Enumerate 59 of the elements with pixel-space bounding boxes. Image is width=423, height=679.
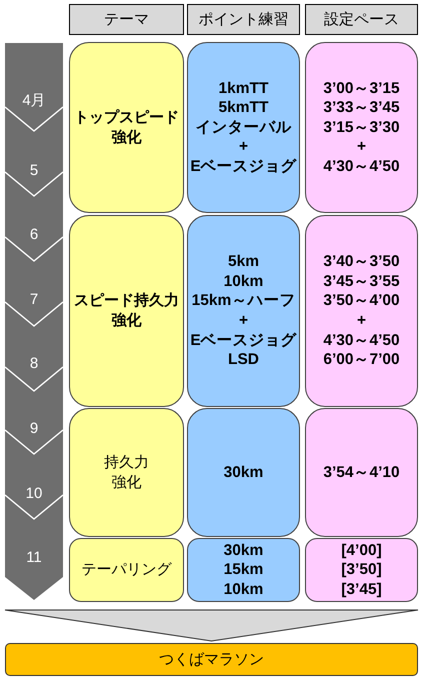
- workout-item: 15km: [224, 560, 264, 580]
- race-banner: つくばマラソン: [5, 643, 418, 676]
- pace-value: [3’45]: [341, 580, 382, 600]
- column-header: テーマ: [69, 4, 184, 35]
- workout-item: 5kmTT: [218, 98, 268, 118]
- month-label: 9: [28, 419, 40, 439]
- workout-item: 1kmTT: [218, 78, 268, 98]
- workout-item: Eベースジョグ: [190, 156, 297, 176]
- workout-item: 30km: [224, 462, 264, 482]
- plus-sign: +: [238, 311, 248, 331]
- month-label: 10: [24, 484, 44, 504]
- pace-value: 3’15～3’30: [323, 118, 400, 138]
- column-header: 設定ペース: [305, 4, 418, 35]
- pace-value: 3’40～3’50: [323, 252, 400, 272]
- pace-value: [3’50]: [341, 560, 382, 580]
- month-label: 7: [28, 290, 40, 310]
- theme-label: スピード持久力強化: [73, 291, 180, 331]
- pace-value: 4’30～4’50: [323, 156, 400, 176]
- workout-item: 15km～ハーフ: [192, 291, 296, 311]
- workout-box: [187, 538, 300, 602]
- pace-value: 4’30～4’50: [323, 330, 400, 350]
- theme-box: [69, 42, 184, 213]
- pace-box: [305, 42, 418, 213]
- month-label: 4月: [21, 91, 47, 111]
- column-header: ポイント練習: [187, 4, 300, 35]
- theme-box: [69, 538, 184, 602]
- workout-item: 10km: [224, 580, 264, 600]
- theme-label: トップスピード強化: [73, 108, 180, 148]
- workout-box: [187, 408, 300, 537]
- pace-value: 3’50～4’00: [323, 291, 400, 311]
- workout-item: Eベースジョグ: [190, 330, 297, 350]
- workout-item: 10km: [224, 272, 264, 292]
- month-label: 5: [28, 161, 40, 181]
- theme-box: [69, 215, 184, 407]
- plus-sign: +: [356, 137, 366, 157]
- pace-value: 6’00～7’00: [323, 350, 400, 370]
- pace-value: 3’33～3’45: [323, 98, 400, 118]
- pace-value: 3’45～3’55: [323, 272, 400, 292]
- pace-box: [305, 215, 418, 407]
- plus-sign: +: [356, 311, 366, 331]
- workout-box: [187, 42, 300, 213]
- workout-item: LSD: [228, 350, 259, 370]
- workout-item: インターバル: [196, 118, 292, 138]
- month-label: 8: [28, 354, 40, 374]
- theme-label: 持久力強化: [103, 452, 150, 492]
- workout-item: 5km: [228, 252, 260, 272]
- chevron-arrow: [4, 610, 418, 642]
- pace-value: 3’54～4’10: [323, 462, 400, 482]
- theme-box: [69, 408, 184, 537]
- pace-value: [4’00]: [341, 540, 382, 560]
- pace-box: [305, 538, 418, 602]
- month-label: 11: [25, 548, 43, 568]
- month-label: 6: [28, 225, 40, 245]
- workout-box: [187, 215, 300, 407]
- plus-sign: +: [238, 137, 248, 157]
- pace-value: 3’00～3’15: [323, 78, 400, 98]
- pace-box: [305, 408, 418, 537]
- theme-label: テーパリング: [82, 560, 172, 580]
- workout-item: 30km: [224, 540, 264, 560]
